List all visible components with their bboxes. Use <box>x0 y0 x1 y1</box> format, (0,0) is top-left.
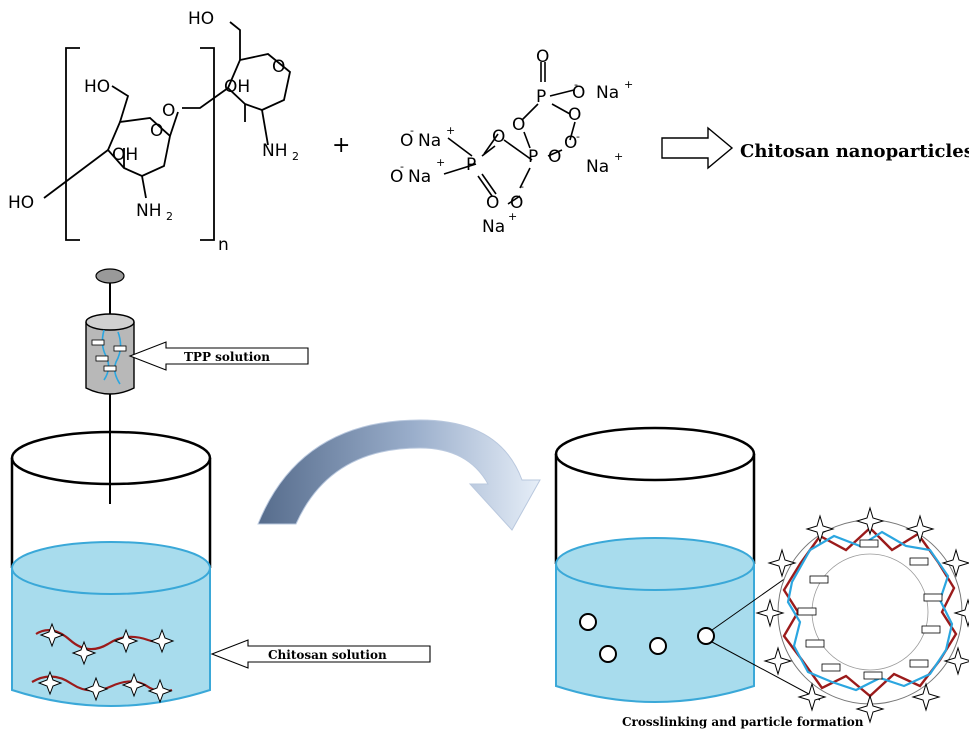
svg-text:+: + <box>614 150 623 163</box>
process-curved-arrow <box>257 419 541 531</box>
chitosan-stars <box>37 622 175 704</box>
svg-text:Na: Na <box>482 217 505 237</box>
svg-text:-: - <box>410 124 414 137</box>
svg-text:O: O <box>536 47 549 67</box>
repeat-unit-n: n <box>218 235 229 255</box>
crosslinking-label: Crosslinking and particle formation <box>622 715 864 729</box>
svg-text:O: O <box>510 193 523 213</box>
label-ring-o-1: O <box>150 121 163 141</box>
tpp-solution-label: TPP solution <box>184 350 270 364</box>
tpp-p-left: P <box>466 155 476 175</box>
svg-text:2: 2 <box>292 150 299 163</box>
right-bracket <box>200 47 215 241</box>
svg-text:+: + <box>446 124 455 137</box>
tpp-p-top: P <box>536 87 546 107</box>
svg-text:O: O <box>564 133 577 153</box>
svg-text:+: + <box>436 156 445 169</box>
syringe <box>85 268 135 504</box>
right-beaker <box>554 426 756 703</box>
tpp-p-middle: P <box>528 147 538 167</box>
magnified-nanoparticle <box>755 506 969 724</box>
svg-text:+: + <box>508 210 517 223</box>
label-ho-ring: HO <box>84 77 110 97</box>
svg-text:Na: Na <box>596 83 619 103</box>
svg-text:O: O <box>400 131 413 151</box>
tpp-labels: O P O - Na + O O O - P O O P O O - Na + … <box>390 47 633 237</box>
left-bracket <box>65 47 80 241</box>
label-ring-o-2: O <box>272 57 285 77</box>
svg-text:Na: Na <box>586 157 609 177</box>
svg-text:O: O <box>512 115 525 135</box>
label-ho-left: HO <box>8 193 34 213</box>
svg-text:Na: Na <box>408 167 431 187</box>
label-nh2-ring1: NH 2 <box>136 201 173 223</box>
nanoparticles <box>579 613 715 663</box>
svg-text:2: 2 <box>166 210 173 223</box>
label-ho-top: HO <box>188 9 214 29</box>
left-beaker <box>10 430 212 707</box>
svg-text:O: O <box>568 105 581 125</box>
svg-text:-: - <box>520 180 524 193</box>
svg-text:O: O <box>572 83 585 103</box>
svg-text:O: O <box>492 127 505 147</box>
chitosan-structure <box>43 21 291 241</box>
product-arrow <box>661 126 734 170</box>
product-label: Chitosan nanoparticles <box>740 141 969 162</box>
label-glycosidic-o: O <box>162 101 175 121</box>
svg-text:NH: NH <box>262 141 288 161</box>
chitosan-pointer-arrow <box>210 639 431 669</box>
svg-text:-: - <box>400 160 404 173</box>
chitosan-solution-label: Chitosan solution <box>268 648 387 662</box>
svg-text:-: - <box>574 78 578 91</box>
plus-sign: + <box>332 133 350 158</box>
tpp-structure <box>443 62 576 205</box>
svg-text:NH: NH <box>136 201 162 221</box>
label-oh-ring1: OH <box>112 145 138 165</box>
chitosan-labels: HO O O O HO OH OH HO NH 2 NH 2 n <box>8 9 299 255</box>
svg-text:Na: Na <box>418 131 441 151</box>
tpp-pointer-arrow <box>128 341 309 371</box>
label-nh2-ring2: NH 2 <box>262 141 299 163</box>
svg-text:-: - <box>576 130 580 143</box>
svg-text:O: O <box>548 147 561 167</box>
label-oh-ring2: OH <box>224 77 250 97</box>
svg-text:+: + <box>624 78 633 91</box>
svg-text:O: O <box>390 167 403 187</box>
svg-text:O: O <box>486 193 499 213</box>
